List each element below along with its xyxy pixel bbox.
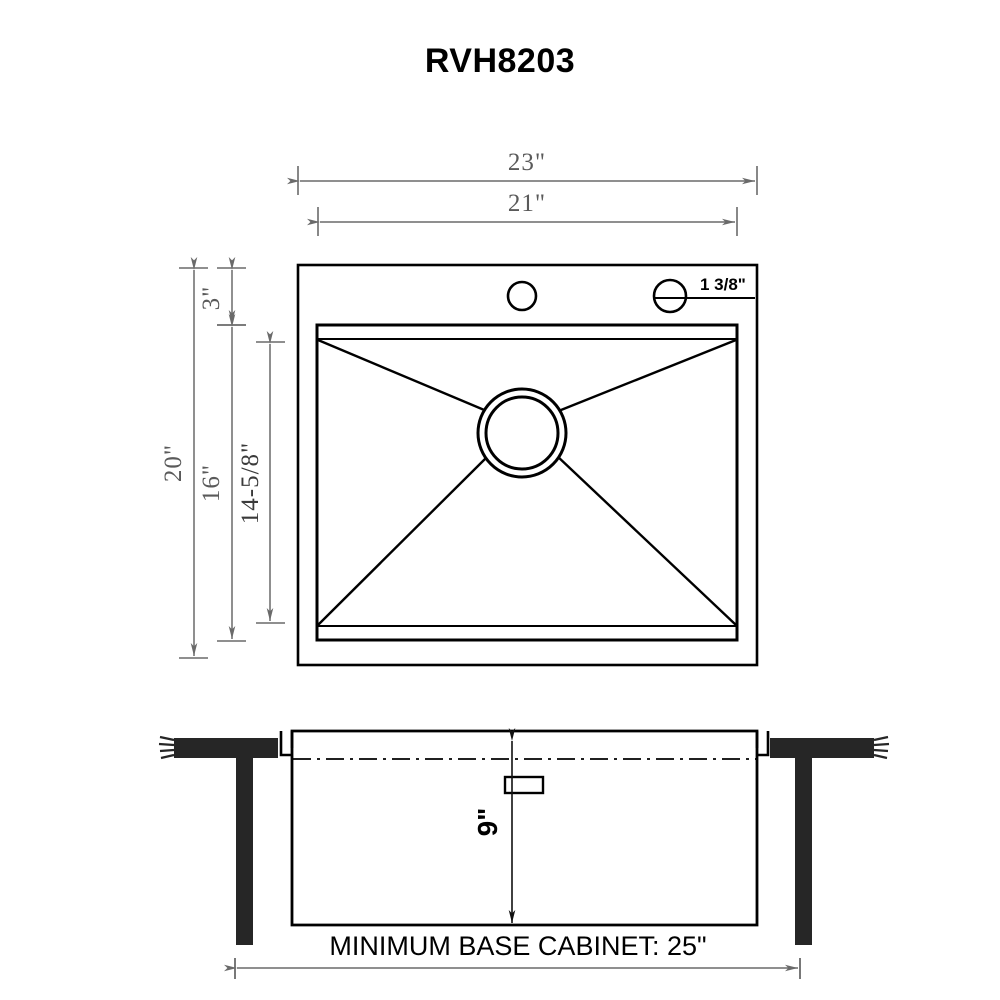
hole-diameter-callout: 1 3/8" [654,275,755,299]
countertop-left [158,735,278,945]
dimension-label-height-outer: 20" [160,444,187,482]
dimension-deck-height: 3" [198,257,246,326]
hole-diameter-label: 1 3/8" [700,275,746,294]
dimension-label-width-outer: 23" [508,149,546,176]
cabinet-wall-right [795,758,812,945]
sink-body-section-outline [290,729,759,927]
dimension-width-outer: 23" [287,149,758,195]
dimension-height-outer: 20" [160,257,208,659]
sink-section-view: 9" MINIMUM BASE CABINET: 25" [158,728,890,979]
countertop-left-break-hatch [158,735,175,760]
countertop-right [770,735,890,945]
faucet-hole-center [506,280,538,312]
page-title: RVH8203 [425,42,575,80]
faucet-hole-right [652,278,688,314]
dimension-depth: 9" [472,728,516,923]
base-cabinet-caption: MINIMUM BASE CABINET: 25" [329,931,706,961]
basin-slope-lines [317,338,737,626]
dimension-label-width-inner: 21" [508,190,546,217]
dimension-label-basin-height: 16" [198,464,225,502]
cabinet-wall-left [236,758,253,945]
drain-inner-ring [484,395,560,471]
top-width-dimensions: 23" 21" [287,149,758,236]
dimension-label-deck-height: 3" [198,286,225,311]
left-height-dimensions: 20" 3" 16" 14-5/8" [160,257,285,659]
rim-notch-left [279,731,292,757]
drain-opening-section [503,775,545,795]
dimension-width-inner: 21" [307,190,738,236]
dimension-label-depth: 9" [472,808,503,837]
countertop-left-slab [174,738,278,758]
dimension-basin-inner-height: 14-5/8" [237,331,285,624]
countertop-right-break-hatch [873,735,890,760]
sink-top-view: 1 3/8" [296,263,759,667]
countertop-right-slab [770,738,874,758]
dimension-basin-height: 16" [198,314,246,642]
sink-rim-outline [296,263,759,667]
dimension-label-basin-inner-height: 14-5/8" [237,442,264,524]
dimension-base-cabinet [224,958,801,979]
sink-basin-outline [315,323,739,642]
rim-notch-right [757,731,770,757]
